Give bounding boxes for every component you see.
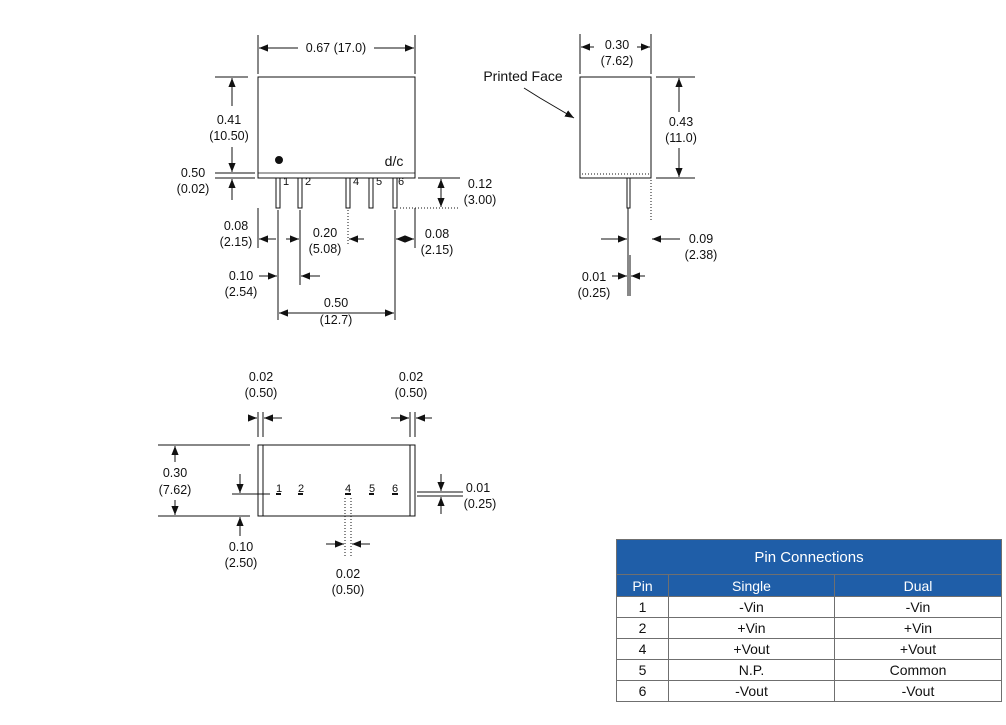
front-height-mm: (10.50)	[209, 129, 249, 143]
right-edge-in: 0.08	[425, 227, 449, 241]
pitch-mm: (5.08)	[309, 242, 342, 256]
side-view	[523, 34, 695, 296]
pin-connections-table: Pin Connections Pin Single Dual 1 -Vin -…	[616, 539, 1002, 702]
bottom-pin-label-4: 4	[345, 483, 351, 495]
front-width-dim: 0.67 (17.0)	[306, 41, 366, 55]
table-row: 1 -Vin -Vin	[616, 596, 1002, 618]
span-mm: (12.7)	[320, 313, 353, 327]
pin-length-in: 0.12	[468, 177, 492, 191]
pin-cell: 5	[616, 659, 669, 681]
date-code-marking: d/c	[385, 153, 404, 169]
left-gap-mm: (0.50)	[245, 386, 278, 400]
depth-mm: (7.62)	[159, 483, 192, 497]
front-pin-5	[368, 177, 374, 209]
side-height-in: 0.43	[669, 115, 693, 129]
bottom-view-text: 0.02 (0.50) 0.02 (0.50) 0.30 (7.62) 1 2 …	[159, 370, 497, 597]
span-in: 0.50	[324, 296, 348, 310]
dual-cell: +Vin	[834, 617, 1002, 639]
front-pin-6	[392, 177, 398, 209]
dual-cell: -Vin	[834, 596, 1002, 618]
bottom-pin-label-1: 1	[276, 483, 282, 495]
table-title: Pin Connections	[616, 539, 1002, 575]
pin-thickness-mm: (0.25)	[578, 286, 611, 300]
side-width-in: 0.30	[605, 38, 629, 52]
side-offset-in: 0.09	[689, 232, 713, 246]
front-body-outline	[257, 76, 416, 179]
table-row: 5 N.P. Common	[616, 659, 1002, 681]
bottom-pin-label-5: 5	[369, 483, 375, 495]
front-pin-label-2: 2	[305, 176, 311, 188]
pin-offset-in: 0.10	[229, 540, 253, 554]
dual-cell: -Vout	[834, 680, 1002, 702]
table-row: 2 +Vin +Vin	[616, 617, 1002, 639]
front-pin-1	[275, 177, 281, 209]
front-pin-label-1: 1	[283, 176, 289, 188]
bottom-view	[158, 412, 463, 556]
bottom-pin-thick-in: 0.01	[466, 481, 490, 495]
bottom-pin-label-6: 6	[392, 483, 398, 495]
column-header-dual: Dual	[834, 574, 1002, 597]
right-gap-in: 0.02	[399, 370, 423, 384]
pin-cell: 2	[616, 617, 669, 639]
single-cell: +Vin	[668, 617, 835, 639]
right-edge-mm: (2.15)	[421, 243, 454, 257]
front-standoff-mm: (0.02)	[177, 182, 210, 196]
front-pin-4	[345, 177, 351, 209]
pin-spacing-mm: (2.54)	[225, 285, 258, 299]
depth-in: 0.30	[163, 466, 187, 480]
single-cell: -Vout	[668, 680, 835, 702]
side-view-text: 0.30 (7.62) Printed Face 0.43 (11.0) 0.0…	[483, 38, 717, 300]
front-pin-label-6: 6	[398, 176, 404, 188]
pin-width-in: 0.02	[336, 567, 360, 581]
front-pin-label-4: 4	[353, 176, 359, 188]
front-standoff-in: 0.50	[181, 166, 205, 180]
single-cell: +Vout	[668, 638, 835, 660]
column-header-pin: Pin	[616, 574, 669, 597]
left-gap-in: 0.02	[249, 370, 273, 384]
pitch-in: 0.20	[313, 226, 337, 240]
side-offset-mm: (2.38)	[685, 248, 718, 262]
front-height-in: 0.41	[217, 113, 241, 127]
left-edge-in: 0.08	[224, 219, 248, 233]
right-gap-mm: (0.50)	[395, 386, 428, 400]
front-pin-2	[297, 177, 303, 209]
front-pin-label-5: 5	[376, 176, 382, 188]
pin-offset-mm: (2.50)	[225, 556, 258, 570]
side-pin	[626, 177, 631, 209]
bottom-pin-thick-mm: (0.25)	[464, 497, 497, 511]
pin-width-mm: (0.50)	[332, 583, 365, 597]
dual-cell: Common	[834, 659, 1002, 681]
printed-face-label: Printed Face	[483, 68, 563, 84]
left-edge-mm: (2.15)	[220, 235, 253, 249]
pin-spacing-in: 0.10	[229, 269, 253, 283]
front-view	[215, 35, 460, 320]
single-cell: N.P.	[668, 659, 835, 681]
table-row: 4 +Vout +Vout	[616, 638, 1002, 660]
pin-thickness-in: 0.01	[582, 270, 606, 284]
side-height-mm: (11.0)	[665, 131, 697, 145]
side-width-mm: (7.62)	[601, 54, 634, 68]
column-header-single: Single	[668, 574, 835, 597]
pin-length-mm: (3.00)	[464, 193, 497, 207]
pin-cell: 6	[616, 680, 669, 702]
table-row: 6 -Vout -Vout	[616, 680, 1002, 702]
front-view-text: 0.67 (17.0) 0.41 (10.50) 0.50 (0.02) d/c…	[177, 41, 497, 327]
bottom-pin-label-2: 2	[298, 483, 304, 495]
pin-cell: 4	[616, 638, 669, 660]
dual-cell: +Vout	[834, 638, 1002, 660]
pin-cell: 1	[616, 596, 669, 618]
side-body-outline	[579, 76, 652, 179]
bottom-body-outline	[257, 444, 416, 517]
single-cell: -Vin	[668, 596, 835, 618]
pin-1-dot	[275, 156, 283, 164]
